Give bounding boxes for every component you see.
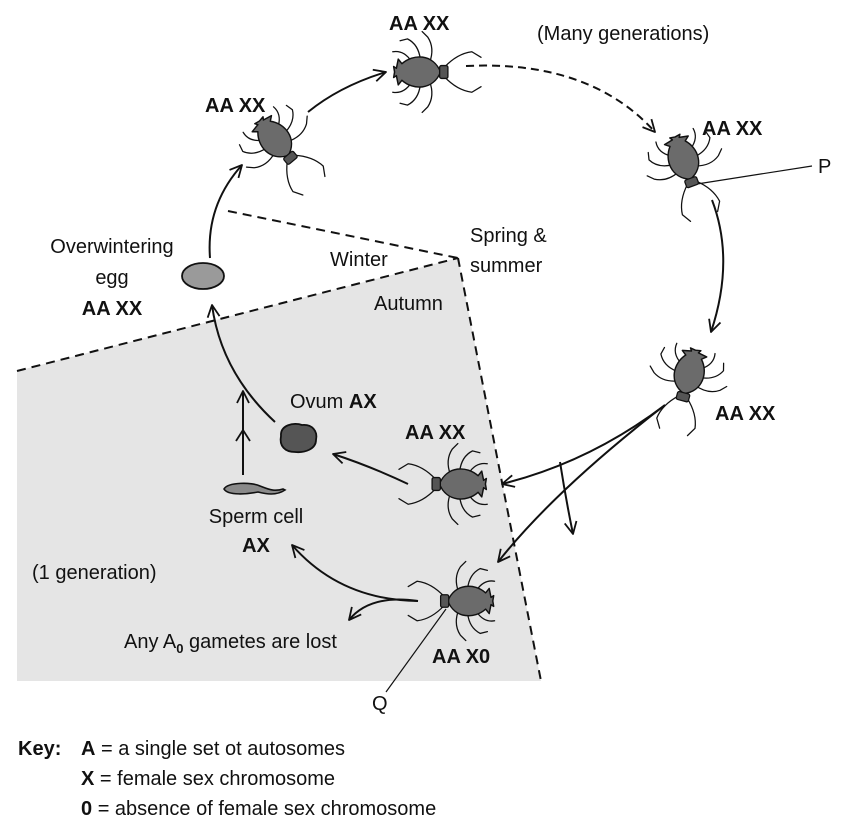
gametes-lost-subscript: 0 <box>176 641 183 656</box>
arrow-branch-down <box>560 462 573 534</box>
ovum-genotype: AX <box>349 391 377 413</box>
point-q-label: Q <box>372 692 388 716</box>
many-generations-label: (Many generations) <box>537 22 709 46</box>
ovum-cell <box>281 424 317 452</box>
gametes-lost-label: Any A0 gametes are lost <box>124 630 337 656</box>
gametes-lost-pre: Any A <box>124 631 176 653</box>
female-p-genotype: AA XX <box>702 117 762 141</box>
spring-summer-line2: summer <box>470 254 542 278</box>
insect-second-female <box>393 32 481 113</box>
gametes-lost-post: gametes are lost <box>184 631 337 653</box>
arrow-many-generations <box>466 66 655 132</box>
overwintering-label-line2: egg <box>32 266 192 290</box>
p-pointer-line <box>697 166 812 184</box>
male-genotype: AA X0 <box>432 645 490 669</box>
overwintering-label-line1: Overwintering <box>32 235 192 259</box>
arrow-to-male <box>498 405 665 562</box>
sperm-genotype: AX <box>196 534 316 558</box>
key-row-absence: 0 = absence of female sex chromosome <box>81 797 436 821</box>
key-row-autosomes: A = a single set ot autosomes <box>81 737 345 761</box>
insect-female-lower-right <box>635 338 734 442</box>
one-generation-label: (1 generation) <box>32 561 157 585</box>
key-title: Key: <box>18 737 61 761</box>
winter-label: Winter <box>330 248 388 272</box>
arrow-egg-to-first-female <box>210 165 242 258</box>
autumn-female-genotype: AA XX <box>405 421 465 445</box>
ovum-text: Ovum <box>290 391 343 413</box>
autumn-label: Autumn <box>374 292 443 316</box>
key-text: = female sex chromosome <box>100 768 335 790</box>
female-lower-right-genotype: AA XX <box>715 402 775 426</box>
key-symbol: A <box>81 738 95 760</box>
second-female-genotype: AA XX <box>389 12 449 36</box>
key-symbol: 0 <box>81 798 92 820</box>
point-p-label: P <box>818 155 831 179</box>
sperm-label: Sperm cell <box>196 505 316 529</box>
key-text: = absence of female sex chromosome <box>98 798 437 820</box>
first-female-genotype: AA XX <box>205 94 265 118</box>
key-row-female-chromosome: X = female sex chromosome <box>81 767 335 791</box>
spring-summer-line1: Spring & <box>470 224 547 248</box>
key-symbol: X <box>81 768 94 790</box>
overwintering-genotype: AA XX <box>32 297 192 321</box>
arrow-p-to-lower-female <box>711 200 723 332</box>
arrow-to-second-female <box>308 72 386 112</box>
ovum-label: Ovum AX <box>290 390 377 414</box>
key-text: = a single set ot autosomes <box>101 738 345 760</box>
